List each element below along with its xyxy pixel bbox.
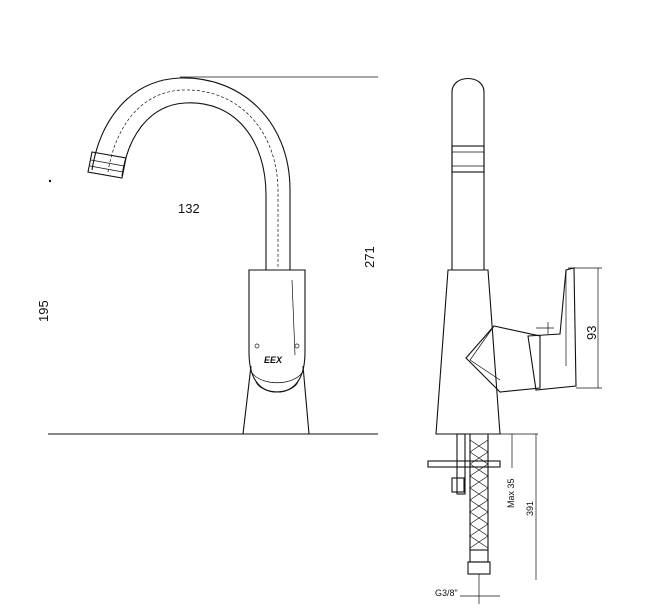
logo-mark-right — [294, 343, 300, 349]
dim-195-top-mark — [48, 179, 52, 183]
dim-spout-reach: 132 — [178, 201, 200, 216]
threaded-shank — [456, 433, 466, 495]
braided-hose — [469, 434, 489, 550]
body-highlight — [291, 279, 296, 356]
aerator-band — [451, 145, 485, 173]
hose-nut — [467, 561, 491, 575]
lever-base — [465, 325, 541, 393]
body-bottom-curve — [251, 372, 303, 384]
front-view: EEX 195 132 271 — [36, 76, 378, 435]
dim-total-height: 271 — [362, 246, 377, 268]
body-bottom-curve — [255, 381, 299, 393]
spout-inner-edge — [121, 102, 267, 270]
dim-spout-height: 195 — [36, 300, 51, 322]
spout-tube — [451, 78, 485, 270]
faucet-body-base — [242, 365, 310, 435]
side-view: 93 Max 35 391 G3/8" — [427, 78, 602, 604]
faucet-body-top — [248, 269, 306, 393]
brand-logo: EEX — [264, 355, 283, 365]
spout-centerline — [107, 89, 279, 268]
hose-fitting — [469, 549, 489, 563]
lever-base-edge — [469, 325, 501, 381]
dim-lever-height: 93 — [584, 326, 599, 340]
spout-outer-edge — [91, 77, 291, 270]
dim-hose-length: 391 — [525, 501, 535, 516]
mounting-plate — [427, 460, 501, 468]
aerator-ring — [89, 165, 124, 173]
lever-handle — [527, 267, 577, 391]
aerator — [87, 151, 127, 179]
side-body — [435, 269, 501, 435]
hose-braid-pattern — [469, 439, 489, 549]
thread-size-label: G3/8" — [435, 588, 458, 598]
nut — [451, 477, 465, 493]
dim-max-thickness: Max 35 — [506, 478, 516, 508]
logo-mark-left — [254, 343, 260, 349]
aerator-ring — [90, 159, 125, 167]
